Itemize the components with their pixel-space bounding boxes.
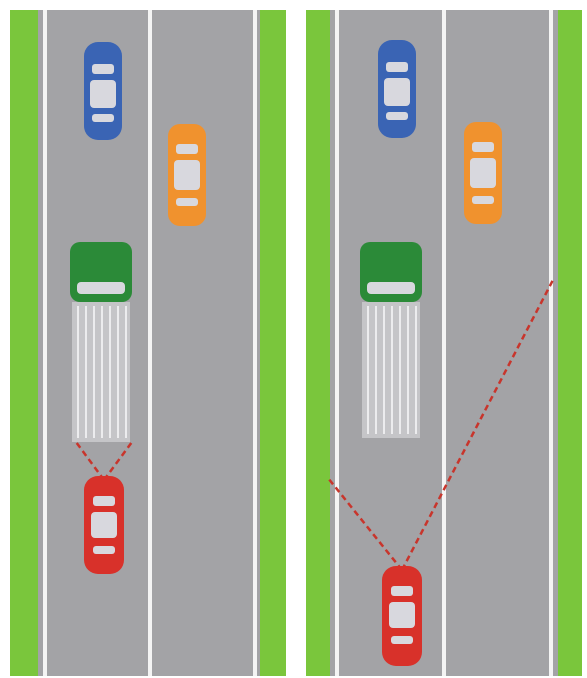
panel-close-following (10, 10, 286, 676)
panel-far-following (306, 10, 582, 676)
road-edge-line-right (253, 10, 257, 676)
grass-left (306, 10, 330, 676)
green-truck (70, 242, 132, 442)
grass-right (558, 10, 582, 676)
lane-divider-line (442, 10, 446, 676)
orange-car (168, 124, 206, 226)
road-edge-line-left (335, 10, 339, 676)
red-car (382, 566, 422, 666)
panel-close-following-drawing (10, 10, 286, 676)
blue-car (378, 40, 416, 138)
road-edge-line-right (549, 10, 553, 676)
grass-left (10, 10, 38, 676)
red-car (84, 476, 124, 574)
lane-divider-line (148, 10, 152, 676)
green-truck (360, 242, 422, 438)
road-edge-line-left (43, 10, 47, 676)
blue-car (84, 42, 122, 140)
grass-right (260, 10, 286, 676)
panel-far-following-drawing (306, 10, 582, 676)
orange-car (464, 122, 502, 224)
